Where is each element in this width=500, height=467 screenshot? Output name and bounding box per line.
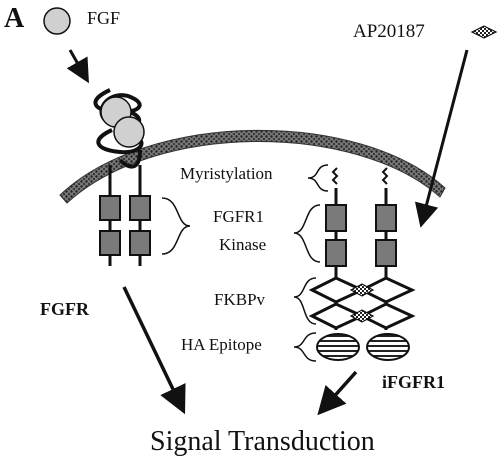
fgfr-kinase-boxes <box>99 195 151 256</box>
panel-letter: A <box>4 3 25 34</box>
fkbpv-label: FKBPv <box>214 290 266 309</box>
ha-epitope-tags <box>316 333 410 361</box>
myristylation-tails <box>331 167 389 185</box>
myristylation-label: Myristylation <box>180 164 273 183</box>
ifgfr1-label: iFGFR1 <box>382 372 445 392</box>
cell-membrane <box>59 129 446 204</box>
kinase-label-line2: Kinase <box>219 235 267 254</box>
myristylation-bracket <box>307 164 329 192</box>
ap20187-legend-diamond <box>470 25 498 39</box>
ap20187-label: AP20187 <box>353 21 425 42</box>
signal-transduction-label: Signal Transduction <box>150 426 375 457</box>
kinase-label-line1: FGFR1 <box>213 207 265 226</box>
fgf-ligand-bound-2 <box>113 116 145 148</box>
ap20187-bound <box>349 283 375 323</box>
fgfr-signal-arrow <box>122 286 186 415</box>
kinase-bracket-right <box>293 204 321 263</box>
fgf-legend-circle <box>43 7 71 35</box>
fgfr-label: FGFR <box>40 299 89 319</box>
ifgfr1-kinase-boxes <box>325 204 397 267</box>
fgf-arrow <box>66 49 89 84</box>
ha-epitope-bracket <box>293 332 317 362</box>
ifgfr1-signal-arrow <box>317 370 358 416</box>
fgf-label: FGF <box>87 8 121 28</box>
kinase-bracket-left <box>161 197 191 255</box>
ha-epitope-label: HA Epitope <box>181 335 262 354</box>
ap20187-arrow <box>414 49 469 228</box>
fkbpv-bracket <box>293 277 317 325</box>
